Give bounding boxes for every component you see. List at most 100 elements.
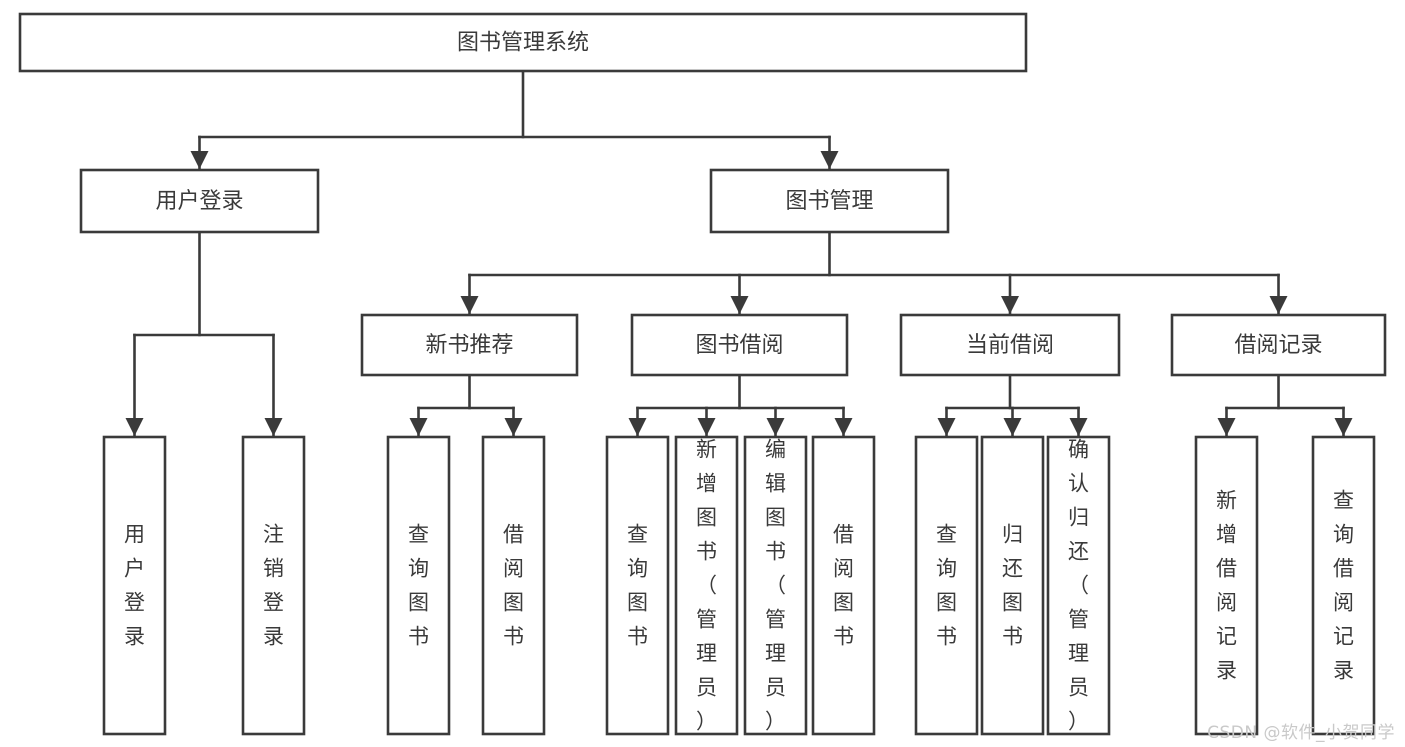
- node-user-login[interactable]: 用户登录: [79, 168, 320, 234]
- node-label-leaf-add-book-admin: 图: [696, 506, 717, 530]
- node-box-leaf-edit-book-admin: [743, 435, 808, 736]
- arrow-head-icon: [1269, 296, 1288, 314]
- node-label-leaf-confirm-return-admin: 确: [1068, 438, 1089, 462]
- node-label-leaf-user-login: 户: [124, 557, 145, 581]
- node-label-leaf-query-book-recommend: 询: [408, 557, 429, 581]
- node-label-leaf-query-book-recommend: 图: [408, 591, 429, 615]
- node-new-book-recommend[interactable]: 新书推荐: [360, 313, 579, 377]
- node-label-leaf-borrow-book-recommend: 书: [503, 625, 524, 649]
- node-root[interactable]: 图书管理系统: [18, 12, 1028, 73]
- node-label-leaf-add-book-admin: 管: [696, 608, 717, 632]
- arrow-head-icon: [264, 418, 283, 436]
- arrow-head-icon: [1069, 418, 1088, 436]
- node-label-leaf-edit-book-admin: 员: [765, 676, 786, 700]
- node-box-leaf-confirm-return-admin: [1046, 435, 1111, 736]
- node-label-leaf-return-book: 图: [1002, 591, 1023, 615]
- node-box-leaf-return-book: [980, 435, 1045, 736]
- node-book-manage[interactable]: 图书管理: [709, 168, 950, 234]
- arrow-head-icon: [409, 418, 428, 436]
- node-label-leaf-confirm-return-admin: 理: [1068, 642, 1089, 666]
- arrow-head-icon: [1334, 418, 1353, 436]
- arrow-head-icon: [937, 418, 956, 436]
- node-label-leaf-add-book-admin: 增: [696, 472, 717, 496]
- node-label-leaf-edit-book-admin: （: [765, 574, 786, 598]
- node-box-leaf-query-book-current: [914, 435, 979, 736]
- arrow-head-icon: [628, 418, 647, 436]
- node-label-leaf-borrow-book-recommend: 图: [503, 591, 524, 615]
- node-box-leaf-borrow-book-recommend: [481, 435, 546, 736]
- node-label-leaf-edit-book-admin: 编: [765, 438, 786, 462]
- node-book-borrow[interactable]: 图书借阅: [630, 313, 849, 377]
- node-label-leaf-borrow-book: 阅: [833, 557, 854, 581]
- arrow-head-icon: [190, 151, 209, 169]
- node-borrow-record[interactable]: 借阅记录: [1170, 313, 1387, 377]
- node-label-new-book-recommend: 新书推荐: [425, 333, 513, 358]
- node-label-leaf-logout: 销: [263, 557, 284, 581]
- node-label-leaf-query-book-borrow: 图: [627, 591, 648, 615]
- node-box-book-manage: [709, 168, 950, 234]
- node-label-leaf-borrow-book-recommend: 阅: [503, 557, 524, 581]
- node-label-leaf-add-borrow-record: 增: [1216, 523, 1237, 547]
- node-label-leaf-confirm-return-admin: 归: [1068, 506, 1089, 530]
- arrow-head-icon: [1217, 418, 1236, 436]
- node-label-leaf-query-borrow-record: 询: [1333, 523, 1354, 547]
- node-box-current-borrow: [899, 313, 1121, 377]
- node-label-leaf-user-login: 录: [124, 625, 145, 649]
- node-label-leaf-add-book-admin: 理: [696, 642, 717, 666]
- node-current-borrow[interactable]: 当前借阅: [899, 313, 1121, 377]
- node-label-leaf-edit-book-admin: 辑: [765, 472, 786, 496]
- arrow-head-icon: [504, 418, 523, 436]
- node-box-leaf-logout: [241, 435, 306, 736]
- node-label-leaf-confirm-return-admin: 员: [1068, 676, 1089, 700]
- connector-layer: [125, 69, 1353, 438]
- node-label-leaf-confirm-return-admin: 管: [1068, 608, 1089, 632]
- node-box-book-borrow: [630, 313, 849, 377]
- node-box-leaf-add-borrow-record: [1194, 435, 1259, 736]
- node-label-leaf-confirm-return-admin: ）: [1068, 710, 1089, 734]
- arrow-head-icon: [1003, 418, 1022, 436]
- node-label-leaf-query-borrow-record: 阅: [1333, 591, 1354, 615]
- arrow-head-icon: [730, 296, 749, 314]
- node-label-borrow-record: 借阅记录: [1234, 333, 1322, 358]
- node-box-leaf-user-login: [102, 435, 167, 736]
- node-label-leaf-query-book-borrow: 询: [627, 557, 648, 581]
- node-label-leaf-edit-book-admin: 书: [765, 540, 786, 564]
- node-label-leaf-borrow-book: 书: [833, 625, 854, 649]
- node-label-leaf-add-borrow-record: 借: [1216, 557, 1237, 581]
- node-label-leaf-add-borrow-record: 阅: [1216, 591, 1237, 615]
- node-label-leaf-logout: 注: [263, 523, 284, 547]
- node-label-leaf-user-login: 用: [124, 523, 145, 547]
- node-box-new-book-recommend: [360, 313, 579, 377]
- node-label-leaf-query-book-recommend: 书: [408, 625, 429, 649]
- node-label-leaf-add-book-admin: 新: [696, 438, 717, 462]
- node-label-leaf-edit-book-admin: 图: [765, 506, 786, 530]
- node-label-leaf-add-book-admin: 员: [696, 676, 717, 700]
- node-leaf-user-login[interactable]: 用户登录: [102, 435, 167, 736]
- node-label-leaf-logout: 录: [263, 625, 284, 649]
- node-box-user-login: [79, 168, 320, 234]
- node-label-leaf-query-borrow-record: 录: [1333, 659, 1354, 683]
- node-label-leaf-confirm-return-admin: （: [1068, 574, 1089, 598]
- arrow-head-icon: [766, 418, 785, 436]
- node-label-root: 图书管理系统: [457, 31, 589, 56]
- node-label-leaf-return-book: 书: [1002, 625, 1023, 649]
- node-label-leaf-borrow-book: 图: [833, 591, 854, 615]
- node-label-book-borrow: 图书借阅: [695, 333, 783, 358]
- node-label-leaf-query-book-current: 书: [936, 625, 957, 649]
- arrow-head-icon: [1001, 296, 1019, 314]
- node-label-leaf-query-borrow-record: 借: [1333, 557, 1354, 581]
